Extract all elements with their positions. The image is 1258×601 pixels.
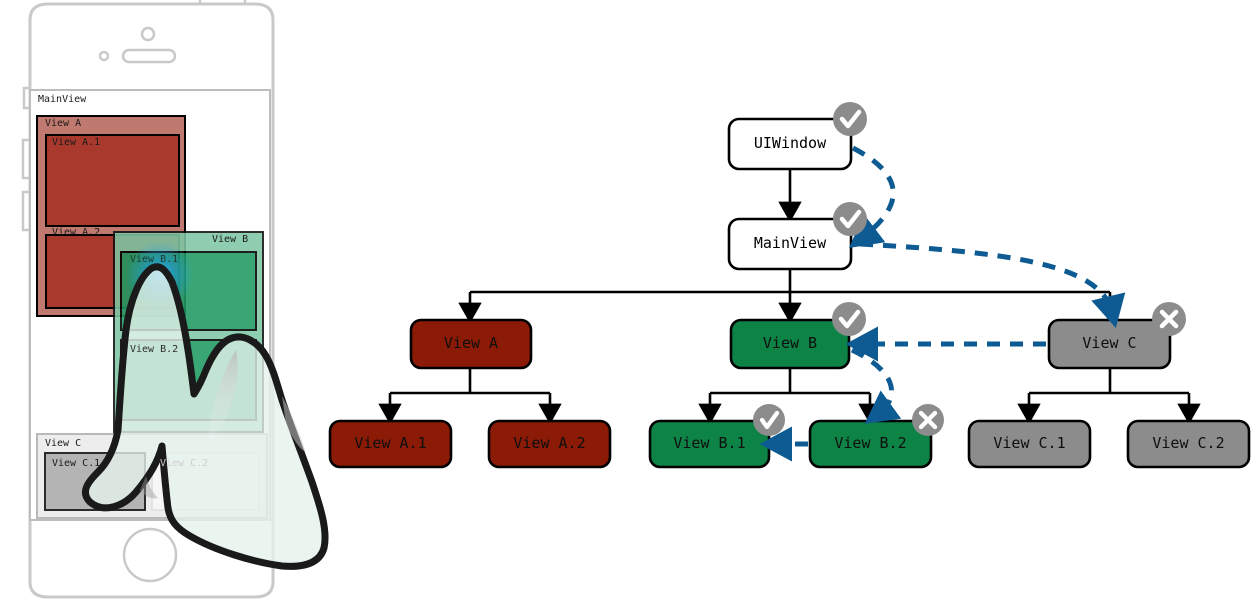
phone-panel-view-a-1 [45,134,180,227]
badge-check-view-b [832,302,866,336]
badge-check-view-b-1 [753,404,785,436]
dashed-mainview-view-c [859,241,1126,329]
dashed-view-b-view-b-2 [850,347,902,424]
node-mainview[interactable] [727,217,853,271]
badge-check-mainview [833,202,867,236]
phone-label-view-b-2: View B.2 [130,344,179,355]
cross-icon [1159,309,1179,329]
speaker-icon [121,48,177,64]
home-button [122,527,178,583]
badge-cross-view-b-2 [912,404,944,436]
node-view-b-1[interactable] [648,419,771,469]
sensor-icon [98,50,110,62]
node-view-a-1[interactable] [328,419,453,469]
phone-label-view-a-2: View A.2 [52,227,101,238]
tree-solid-edges [378,169,1201,425]
node-uiwindow[interactable] [727,117,853,171]
node-view-c[interactable] [1047,318,1172,370]
tree-nodes [328,117,1251,469]
phone-label-view-b: View B [212,234,249,245]
phone-label-view-c-2: View C.2 [160,458,209,469]
tree-hittest-path [759,145,1126,462]
phone-label-view-b-1: View B.1 [130,254,179,265]
cross-icon [918,410,938,430]
badge-check-uiwindow [833,102,867,136]
node-view-a-2[interactable] [487,419,612,469]
phone-label-mainview: MainView [38,94,87,105]
check-icon [839,109,862,129]
node-view-b[interactable] [729,318,851,370]
dashed-uiwindow-mainview [848,145,896,249]
phone-label-view-a: View A [45,118,82,129]
iphone-mockup [21,0,329,599]
phone-label-view-a-1: View A.1 [52,137,101,148]
check-icon [839,209,862,229]
node-view-c-1[interactable] [967,419,1092,469]
phone-label-view-c-1: View C.1 [52,458,101,469]
hand-illustration [82,263,329,570]
check-icon [838,309,861,329]
phone-label-view-c: View C [45,438,82,449]
node-view-b-2[interactable] [808,419,933,469]
check-icon [759,410,780,430]
badge-cross-view-c [1152,302,1186,336]
tree-badges [753,102,1186,436]
node-view-a[interactable] [409,318,533,370]
camera-icon [140,26,156,42]
node-view-c-2[interactable] [1126,419,1251,469]
